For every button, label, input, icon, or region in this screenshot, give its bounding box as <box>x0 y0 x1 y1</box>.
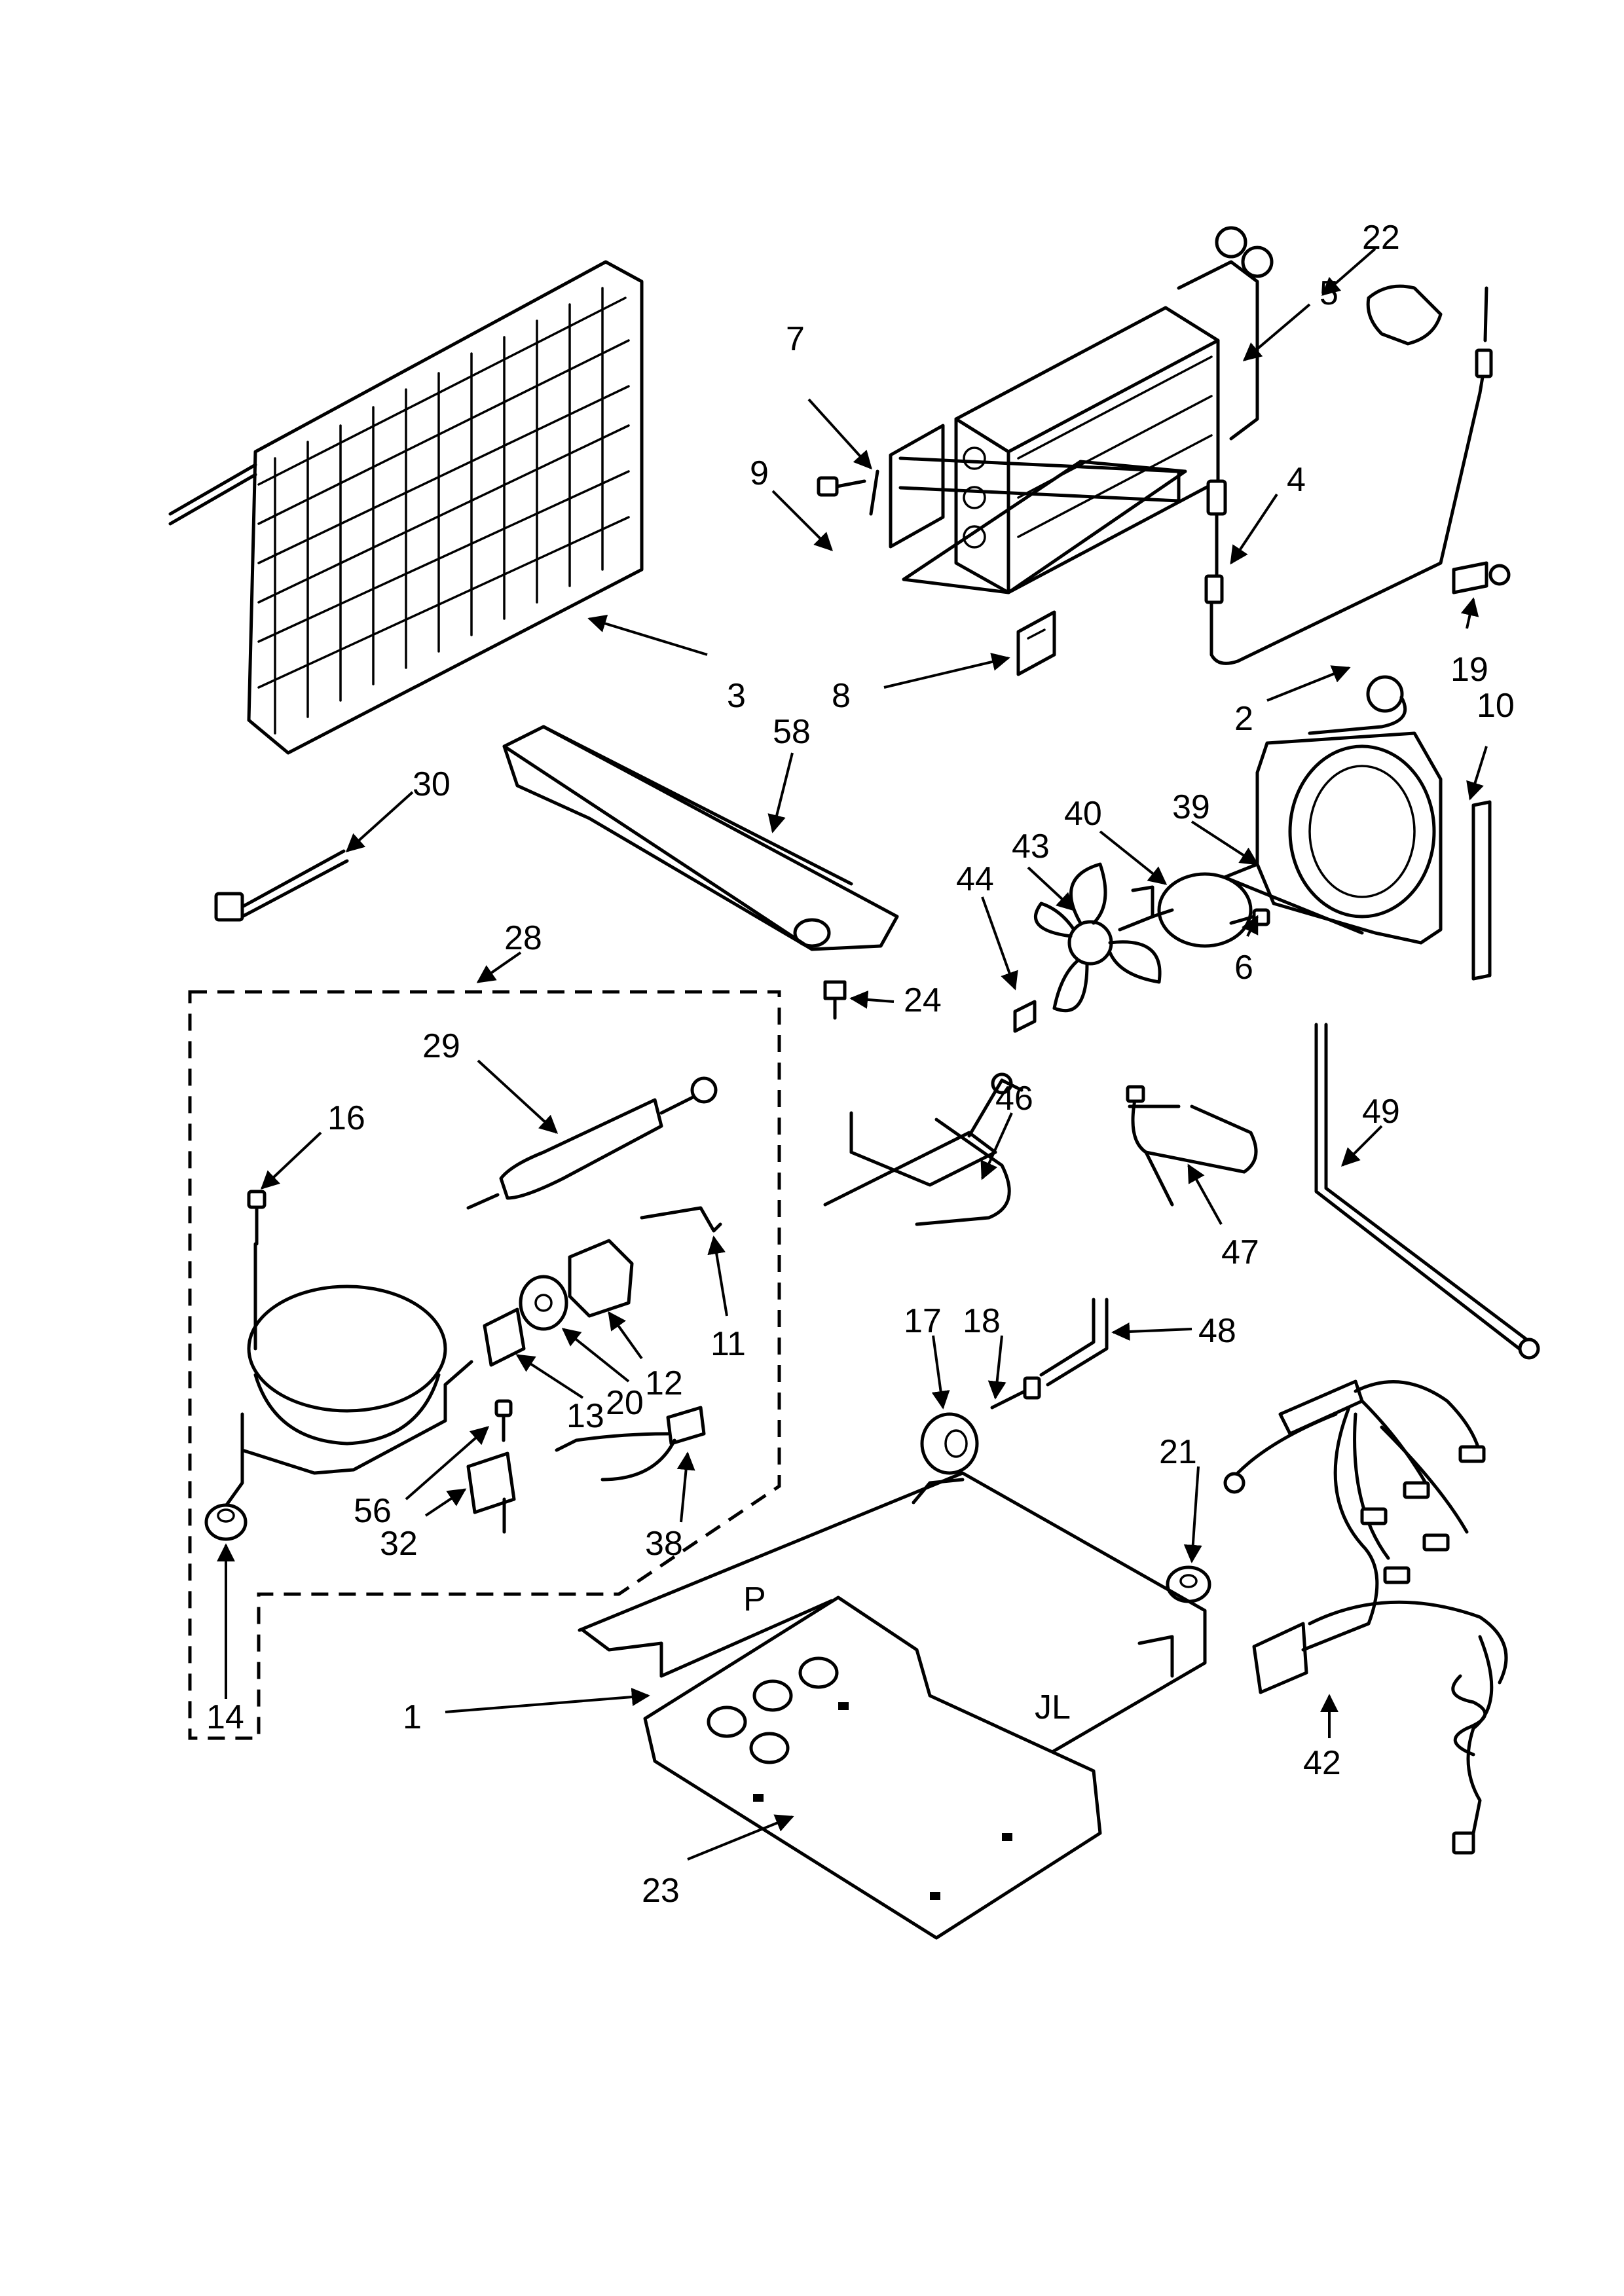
callout-46: 46 <box>995 1080 1033 1118</box>
callout-23: 23 <box>642 1872 680 1910</box>
filter-drier-29 <box>466 1076 718 1210</box>
callout-9: 9 <box>750 454 769 492</box>
screw-24 <box>823 980 847 1020</box>
plate-mark-jl: JL <box>1035 1688 1071 1726</box>
callout-56: 56 <box>354 1492 392 1530</box>
washer-44 <box>1013 1000 1037 1033</box>
callout-21: 21 <box>1159 1433 1197 1471</box>
cable-tie-30 <box>214 849 349 922</box>
callout-14: 14 <box>206 1698 244 1736</box>
clip-19 <box>1452 561 1511 594</box>
plate-mark-p: P <box>743 1580 766 1618</box>
callout-40: 40 <box>1064 795 1102 833</box>
fan-blade-43 <box>1033 862 1162 1013</box>
condenser-coil <box>168 260 644 755</box>
callout-19: 19 <box>1450 651 1488 689</box>
nut-21 <box>1166 1565 1211 1603</box>
screw-9 <box>817 476 866 497</box>
axle-18 <box>990 1376 1041 1410</box>
tube-47 <box>1126 1085 1258 1207</box>
callout-32: 32 <box>380 1525 418 1563</box>
callout-24: 24 <box>904 981 942 1019</box>
grommet-14 <box>204 1503 248 1541</box>
callout-16: 16 <box>327 1099 365 1137</box>
tube-46 <box>823 1072 1024 1226</box>
screw-56 <box>494 1399 513 1442</box>
callout-48: 48 <box>1198 1312 1236 1350</box>
callout-28: 28 <box>504 919 542 957</box>
callout-22: 22 <box>1362 219 1400 257</box>
callout-47: 47 <box>1221 1233 1259 1271</box>
callout-38: 38 <box>645 1525 683 1563</box>
callout-18: 18 <box>963 1302 1001 1340</box>
callout-1: 1 <box>403 1698 422 1736</box>
callout-5: 5 <box>1320 274 1338 312</box>
base-plate-23 <box>643 1595 1102 1940</box>
kit-28-boundary <box>188 990 781 1740</box>
compressor <box>224 1242 473 1508</box>
callout-10: 10 <box>1477 687 1515 725</box>
callout-6: 6 <box>1234 949 1253 987</box>
wiring-harness-42 <box>1223 1379 1508 1855</box>
callout-44: 44 <box>956 860 994 898</box>
screw-16 <box>247 1190 267 1246</box>
thermostat-2 <box>1308 675 1407 735</box>
callout-13: 13 <box>566 1397 604 1435</box>
relay-13 <box>483 1307 526 1367</box>
roller-17 <box>920 1412 979 1475</box>
clip-8 <box>1016 610 1056 676</box>
leader-lines <box>217 247 1488 1861</box>
callout-12: 12 <box>645 1364 683 1402</box>
fan-motor-40 <box>1118 872 1253 948</box>
capacitor-32 <box>466 1451 516 1534</box>
callout-39: 39 <box>1172 788 1210 826</box>
wire-4 <box>1204 286 1493 665</box>
callout-3: 3 <box>727 677 746 715</box>
tube-48 <box>1039 1298 1109 1387</box>
callout-4: 4 <box>1287 461 1306 499</box>
drain-trough-58 <box>502 725 899 951</box>
cover-20 <box>519 1275 568 1331</box>
strip-10 <box>1471 800 1492 981</box>
callout-30: 30 <box>413 765 451 803</box>
evaporator-assembly <box>869 226 1274 594</box>
clip-11 <box>640 1206 722 1233</box>
callout-58: 58 <box>773 713 811 751</box>
tube-49 <box>1314 1023 1540 1360</box>
callout-labels: 22 5 7 9 4 3 8 2 19 10 58 39 40 43 44 6 … <box>206 219 1515 1910</box>
power-cord-38 <box>555 1406 706 1482</box>
callout-11: 11 <box>710 1325 746 1363</box>
callout-20: 20 <box>606 1384 644 1422</box>
base-frame-1: P JL <box>578 1471 1207 1757</box>
callout-8: 8 <box>832 677 851 715</box>
fan-shroud-39 <box>1223 731 1443 945</box>
callout-2: 2 <box>1234 700 1253 738</box>
callout-42: 42 <box>1303 1744 1341 1782</box>
callout-49: 49 <box>1362 1093 1400 1131</box>
overload-12 <box>568 1239 634 1318</box>
cap-22 <box>1366 284 1443 346</box>
callout-17: 17 <box>904 1302 942 1340</box>
callout-29: 29 <box>422 1027 460 1065</box>
callout-7: 7 <box>786 320 805 358</box>
callout-43: 43 <box>1012 828 1050 866</box>
